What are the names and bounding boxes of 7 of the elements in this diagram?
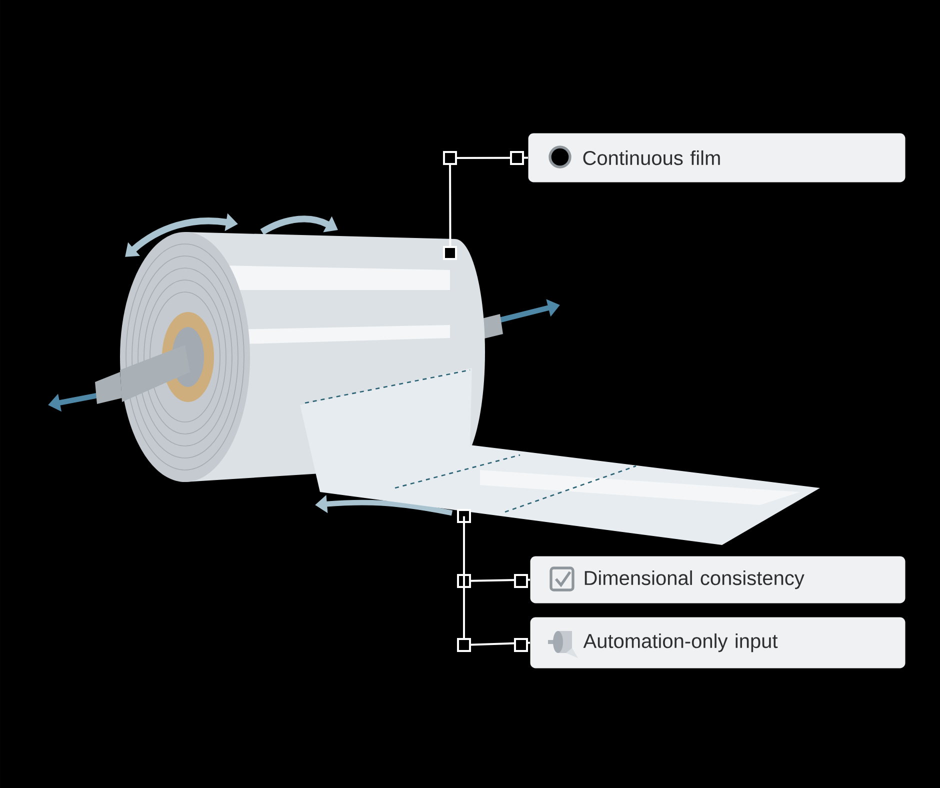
leader-line [443, 151, 528, 260]
leader-line [457, 516, 530, 652]
callout-box: Continuous film [528, 133, 906, 182]
leader-line [457, 509, 530, 588]
film-sheet-drawing [300, 368, 820, 545]
callout-box: Dimensional consistency [530, 556, 906, 604]
callout-box: Automation-only input [530, 617, 906, 668]
